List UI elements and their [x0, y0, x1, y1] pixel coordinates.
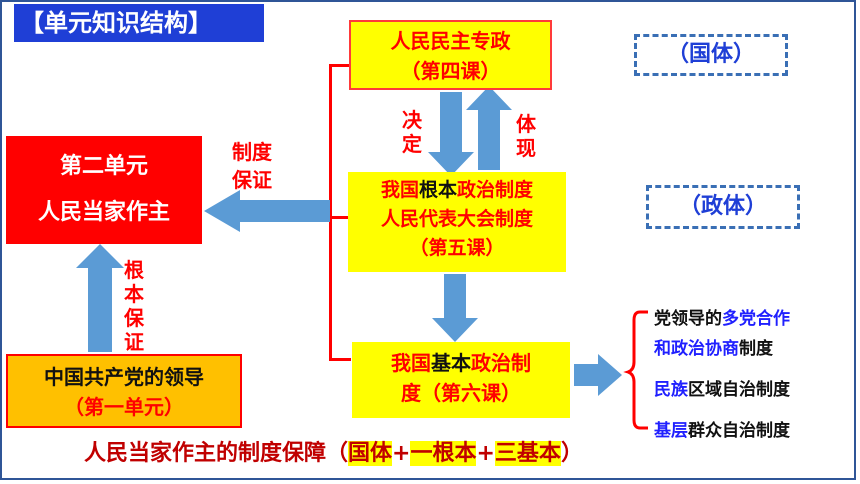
middle-box-line2: 人民代表大会制度: [380, 208, 533, 230]
bottom-left-line1: 中国共产党的领导: [44, 365, 204, 389]
middle-box-line3: （第五课）: [409, 237, 505, 259]
footer-plus2: +: [476, 441, 495, 466]
arrow-down-middle-icon: [432, 274, 478, 342]
label-system-guarantee-line2: 保证: [232, 168, 272, 192]
label-fundamental-guarantee: 根本保证: [124, 258, 144, 354]
footer-plus1: +: [392, 441, 411, 466]
right-item-ethnic: 民族区域自治制度: [654, 375, 790, 400]
box-fundamental-system: 我国根本政治制度 人民代表大会制度 （第五课）: [348, 172, 566, 272]
right-item-multiparty-2: 和政治协商制度: [654, 334, 773, 359]
right-item-3-b: 群众自治制度: [688, 421, 790, 441]
right-item-grassroots: 基层群众自治制度: [654, 416, 790, 441]
tag-government-system: （政体）: [646, 185, 800, 229]
label-embody: 体现: [516, 112, 536, 160]
connector-bottom: [329, 358, 351, 361]
right-item-multiparty-1: 党领导的多党合作: [654, 304, 790, 329]
connector-vertical: [329, 64, 332, 360]
box-peoples-democratic-dictatorship: 人民民主专政 （第四课）: [349, 20, 552, 90]
bottom-left-line2: （第一单元）: [64, 395, 184, 419]
label-system-guarantee-line1: 制度: [232, 140, 272, 164]
arrow-left-icon: [204, 190, 330, 232]
bottom-mid-line1-c: 政治制: [471, 351, 531, 375]
top-box-line2: （第四课）: [400, 59, 501, 83]
arrow-down-decide-icon: [428, 92, 474, 176]
left-box-line2: 人民当家作主: [37, 200, 170, 225]
footer-suffix: ）: [560, 441, 583, 466]
label-decide: 决定: [402, 108, 422, 156]
bottom-mid-line1-b: 基本: [431, 351, 471, 375]
middle-box-line1-c: 政治制度: [457, 179, 534, 201]
footer-prefix: 人民当家作主的制度保障（: [84, 441, 349, 466]
footer-h3: 三基本: [494, 441, 561, 466]
box-party-leadership: 中国共产党的领导 （第一单元）: [6, 354, 242, 428]
middle-box-line1-a: 我国: [380, 179, 419, 201]
middle-box-line1-b: 根本: [418, 179, 457, 201]
bracket-icon: [623, 310, 648, 430]
right-item-1-b: 制度: [739, 339, 773, 359]
right-item-2-a: 民族: [654, 380, 688, 400]
label-system-guarantee: 制度 保证: [232, 138, 272, 194]
middle-box-line1: 我国根本政治制度: [348, 176, 566, 205]
arrow-up-root-icon: [76, 244, 124, 352]
bottom-mid-line1: 我国基本政治制: [352, 348, 570, 378]
box-basic-system: 我国基本政治制 度（第六课）: [352, 342, 570, 418]
right-item-0-a: 党领导的: [654, 309, 722, 329]
right-item-1-a: 和政治协商: [654, 339, 739, 359]
connector-top: [329, 64, 351, 67]
right-item-0-b: 多党合作: [722, 309, 790, 329]
top-box-line1: 人民民主专政: [390, 29, 511, 53]
tag-state-system: （国体）: [634, 34, 788, 76]
connector-middle: [329, 216, 351, 219]
footer-summary: 人民当家作主的制度保障（国体+一根本+三基本）: [84, 438, 583, 470]
arrow-right-icon: [574, 354, 622, 396]
box-unit-two: 第二单元 人民当家作主: [6, 136, 202, 244]
section-title: 【单元知识结构】: [14, 4, 264, 42]
right-item-3-a: 基层: [654, 421, 688, 441]
bottom-mid-line2: 度（第六课）: [401, 381, 521, 405]
footer-h2: 一根本: [410, 441, 477, 466]
footer-h1: 国体: [348, 441, 393, 466]
bottom-mid-line1-a: 我国: [391, 351, 431, 375]
right-item-2-b: 区域自治制度: [688, 380, 790, 400]
arrow-up-embody-icon: [466, 86, 512, 170]
left-box-line1: 第二单元: [59, 154, 148, 179]
